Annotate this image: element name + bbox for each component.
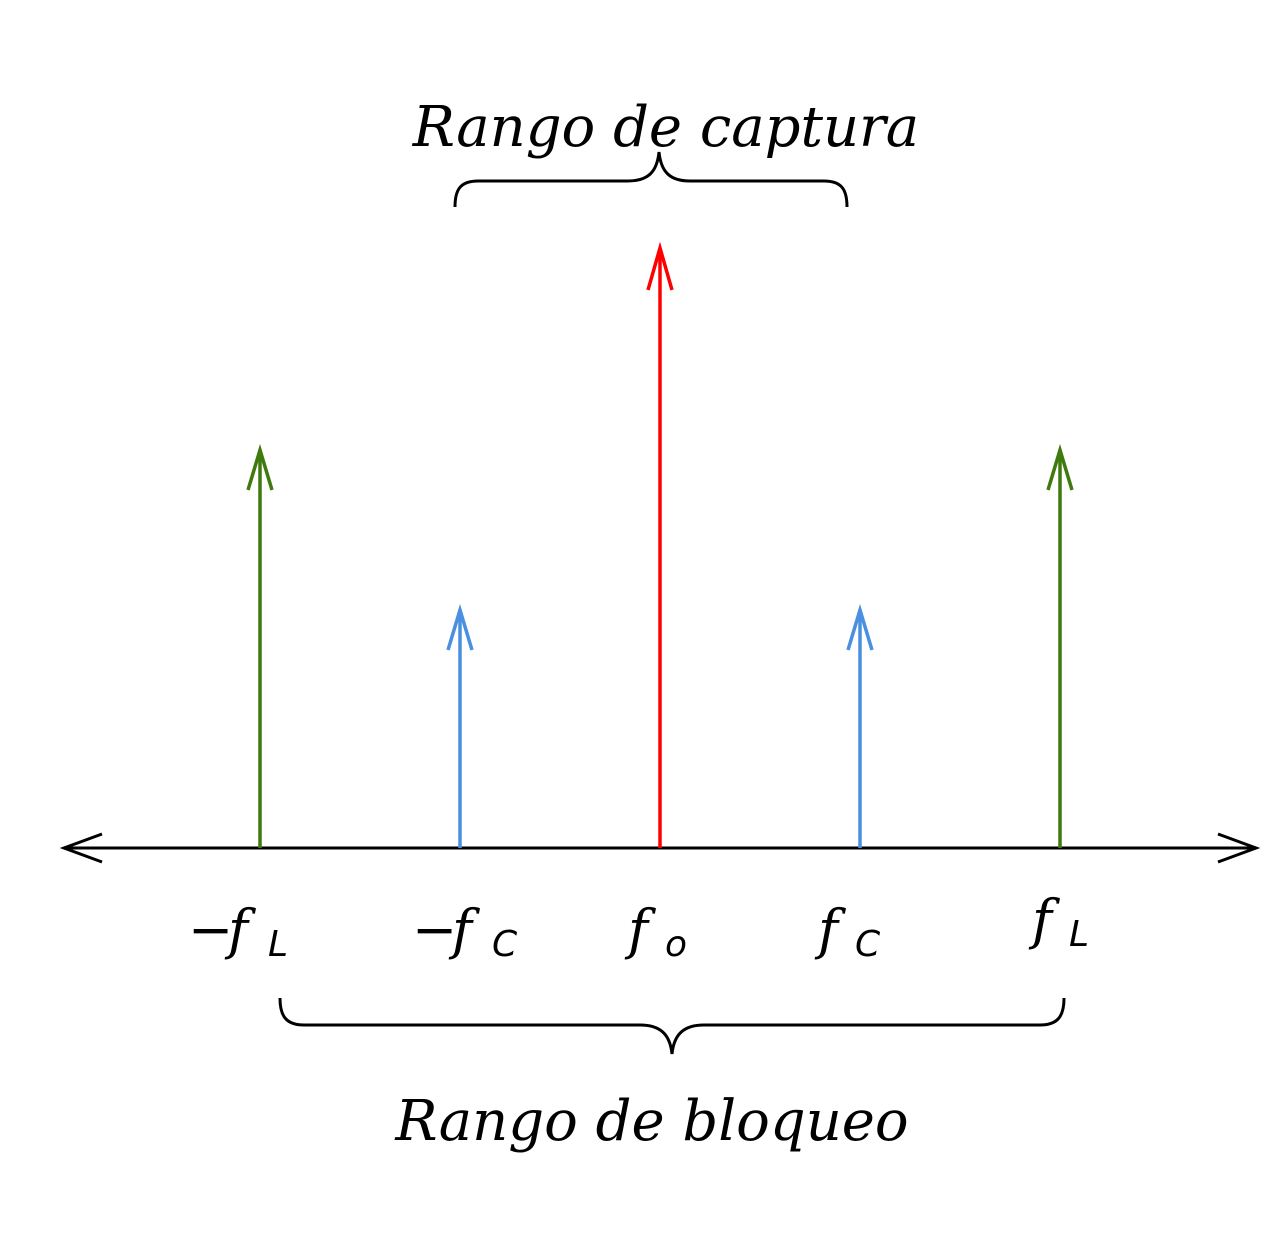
svg-text:f: f: [1028, 888, 1060, 951]
arrow-fc: [846, 603, 874, 848]
tick-label-fl: f L: [1028, 888, 1089, 955]
lock-range-brace: [278, 997, 1066, 1055]
svg-text:f: f: [624, 898, 656, 961]
lock-range-label: Rango de bloqueo: [394, 1089, 908, 1154]
arrow-minus-fl: [246, 443, 274, 848]
svg-text:C: C: [492, 924, 518, 965]
arrow-fl: [1046, 443, 1074, 848]
tick-label-fc: f C: [814, 898, 881, 965]
svg-text:f: f: [448, 898, 480, 961]
svg-text:−: −: [412, 898, 457, 961]
svg-text:L: L: [1069, 914, 1089, 955]
axis-left-arrowhead: [59, 832, 103, 864]
svg-text:f: f: [224, 898, 256, 961]
arrow-minus-fc: [446, 603, 474, 848]
svg-text:o: o: [665, 924, 687, 965]
svg-text:C: C: [855, 924, 881, 965]
svg-text:L: L: [268, 924, 288, 965]
axis-right-arrowhead: [1217, 832, 1261, 864]
tick-label-fo: f o: [624, 898, 687, 965]
svg-text:f: f: [814, 898, 846, 961]
tick-label-minus-fc: − f C: [412, 898, 518, 965]
svg-text:−: −: [188, 898, 233, 961]
arrow-fo: [646, 241, 674, 848]
capture-range-label: Rango de captura: [412, 95, 919, 160]
tick-label-minus-fl: − f L: [188, 898, 288, 965]
capture-range-brace: [453, 151, 849, 208]
